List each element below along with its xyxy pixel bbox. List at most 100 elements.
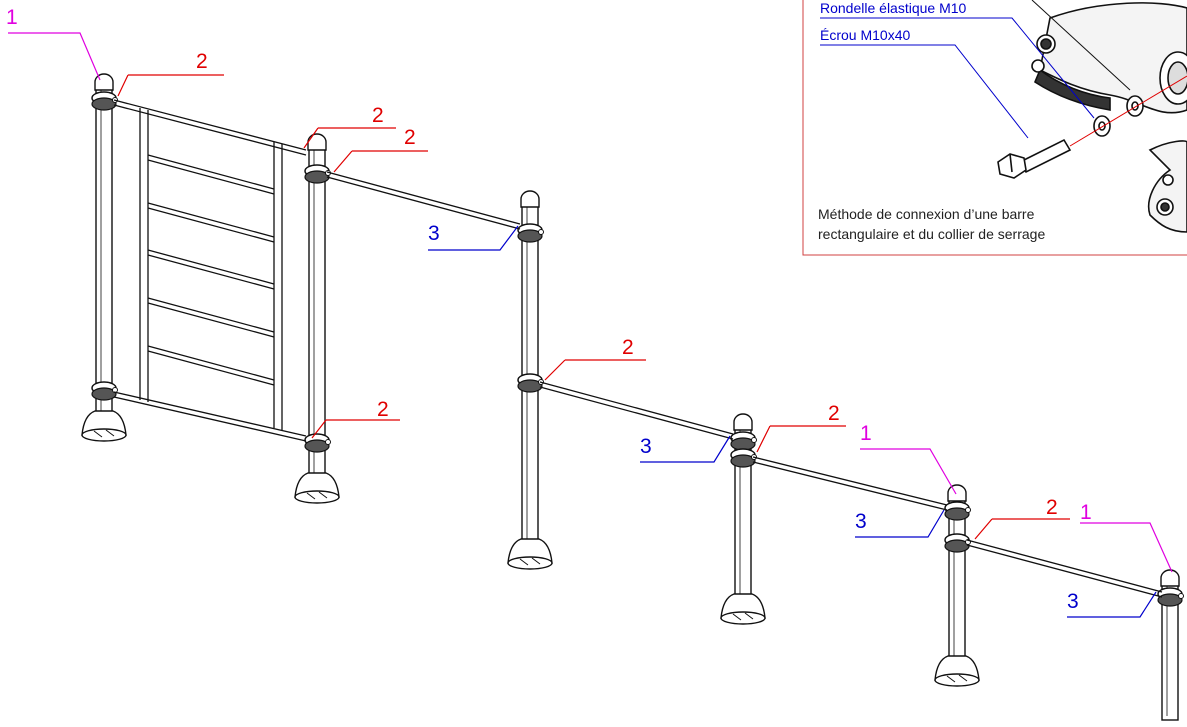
rail [113, 99, 307, 156]
callout-c1c: 1 [1080, 501, 1173, 573]
callout-number: 1 [860, 422, 872, 445]
callout-c1a: 1 [6, 6, 101, 81]
clamp-bolt [325, 439, 331, 445]
post-cap [307, 133, 327, 151]
post-cap [733, 413, 753, 431]
ladder-rung [147, 254, 275, 290]
callout-leader [303, 127, 396, 149]
ladder-rung [147, 350, 275, 386]
callout-c1b: 1 [860, 422, 957, 495]
post-base [720, 593, 766, 619]
post-cap [947, 484, 967, 502]
inset-label-spring-washer: Rondelle élastique M10 [820, 0, 967, 16]
callout-leader [860, 448, 957, 495]
post-3 [507, 190, 553, 570]
base-mark [519, 557, 541, 566]
callout-c2e: 2 [311, 398, 400, 439]
callout-leader [117, 74, 224, 97]
callout-number: 1 [6, 6, 18, 29]
clamp-band [304, 439, 330, 453]
callout-number: 3 [428, 222, 440, 245]
callout-number: 2 [196, 50, 208, 73]
clamp-band [91, 387, 117, 401]
callout-c2g: 2 [974, 496, 1070, 540]
base-plate [934, 673, 980, 687]
clamp-band [517, 229, 543, 243]
callout-number: 2 [372, 104, 384, 127]
base-mark [93, 429, 115, 438]
base-mark [946, 674, 968, 683]
ladder-rung [147, 345, 275, 381]
post-tube [948, 498, 966, 661]
rail-edge [539, 381, 734, 435]
callout-c3c: 3 [855, 509, 945, 538]
rail-edge [539, 386, 734, 440]
callout-leader [333, 150, 428, 173]
clamp-bolt [1178, 593, 1184, 599]
callout-c2f: 2 [756, 402, 846, 453]
callout-leader [756, 425, 846, 453]
rail-edge [326, 171, 521, 225]
post-tube [308, 147, 326, 478]
rail [539, 381, 734, 440]
callout-number: 3 [1067, 590, 1079, 613]
base-plate [81, 428, 127, 442]
post-2 [294, 133, 340, 504]
callout-c2d: 2 [544, 336, 646, 381]
rail-edge [966, 544, 1163, 598]
rail-edge [113, 104, 307, 156]
rail [752, 456, 948, 511]
ladder-rung [147, 159, 275, 195]
post-1 [81, 73, 127, 442]
callout-leader [544, 359, 646, 381]
callout-number: 2 [622, 336, 634, 359]
clamp-band [730, 454, 756, 468]
inset-leader-nut [820, 44, 1029, 139]
inset-label-nut: Écrou M10x40 [820, 27, 910, 43]
rail-edge [326, 176, 521, 230]
rail-edge [966, 539, 1163, 593]
ladder-rung [147, 154, 275, 190]
callout-c2a: 2 [117, 50, 224, 97]
callout-leader [428, 225, 519, 251]
base-mark [306, 491, 328, 500]
rail-edge [752, 461, 948, 511]
callout-number: 2 [404, 126, 416, 149]
rail-edge [752, 456, 948, 506]
base-plate [294, 490, 340, 504]
post-tube [95, 87, 113, 416]
post-base [294, 472, 340, 498]
post-base [507, 538, 553, 564]
callout-leader [311, 419, 400, 439]
callout-number: 2 [377, 398, 389, 421]
clamp-band [517, 379, 543, 393]
callout-c2c: 2 [333, 126, 428, 173]
post-6 [1157, 569, 1184, 721]
rail-edge [113, 396, 307, 442]
base-mark [732, 612, 754, 621]
callout-number: 2 [828, 402, 840, 425]
ladder-rung [147, 207, 275, 243]
inset-caption-line-2: rectangulaire et du collier de serrage [818, 226, 1045, 242]
callout-leader [974, 518, 1070, 540]
base-plate [720, 611, 766, 625]
inset-leader-washer [820, 17, 1095, 119]
base-plate [507, 556, 553, 570]
rail [113, 391, 307, 442]
post-4 [720, 413, 766, 625]
clamp-band [944, 507, 970, 521]
clamp-bolt [965, 507, 971, 513]
callout-c3b: 3 [640, 435, 731, 463]
ladder-rung [147, 297, 275, 333]
callout-leader [640, 435, 731, 463]
callout-number: 3 [640, 435, 652, 458]
callout-leader [855, 509, 945, 538]
clamp-part-illustration [997, 2, 1187, 233]
ladder-rung [147, 302, 275, 338]
rail [326, 171, 521, 230]
clamp-bolt [751, 437, 757, 443]
clamp-band [91, 97, 117, 111]
callout-number: 2 [1046, 496, 1058, 519]
